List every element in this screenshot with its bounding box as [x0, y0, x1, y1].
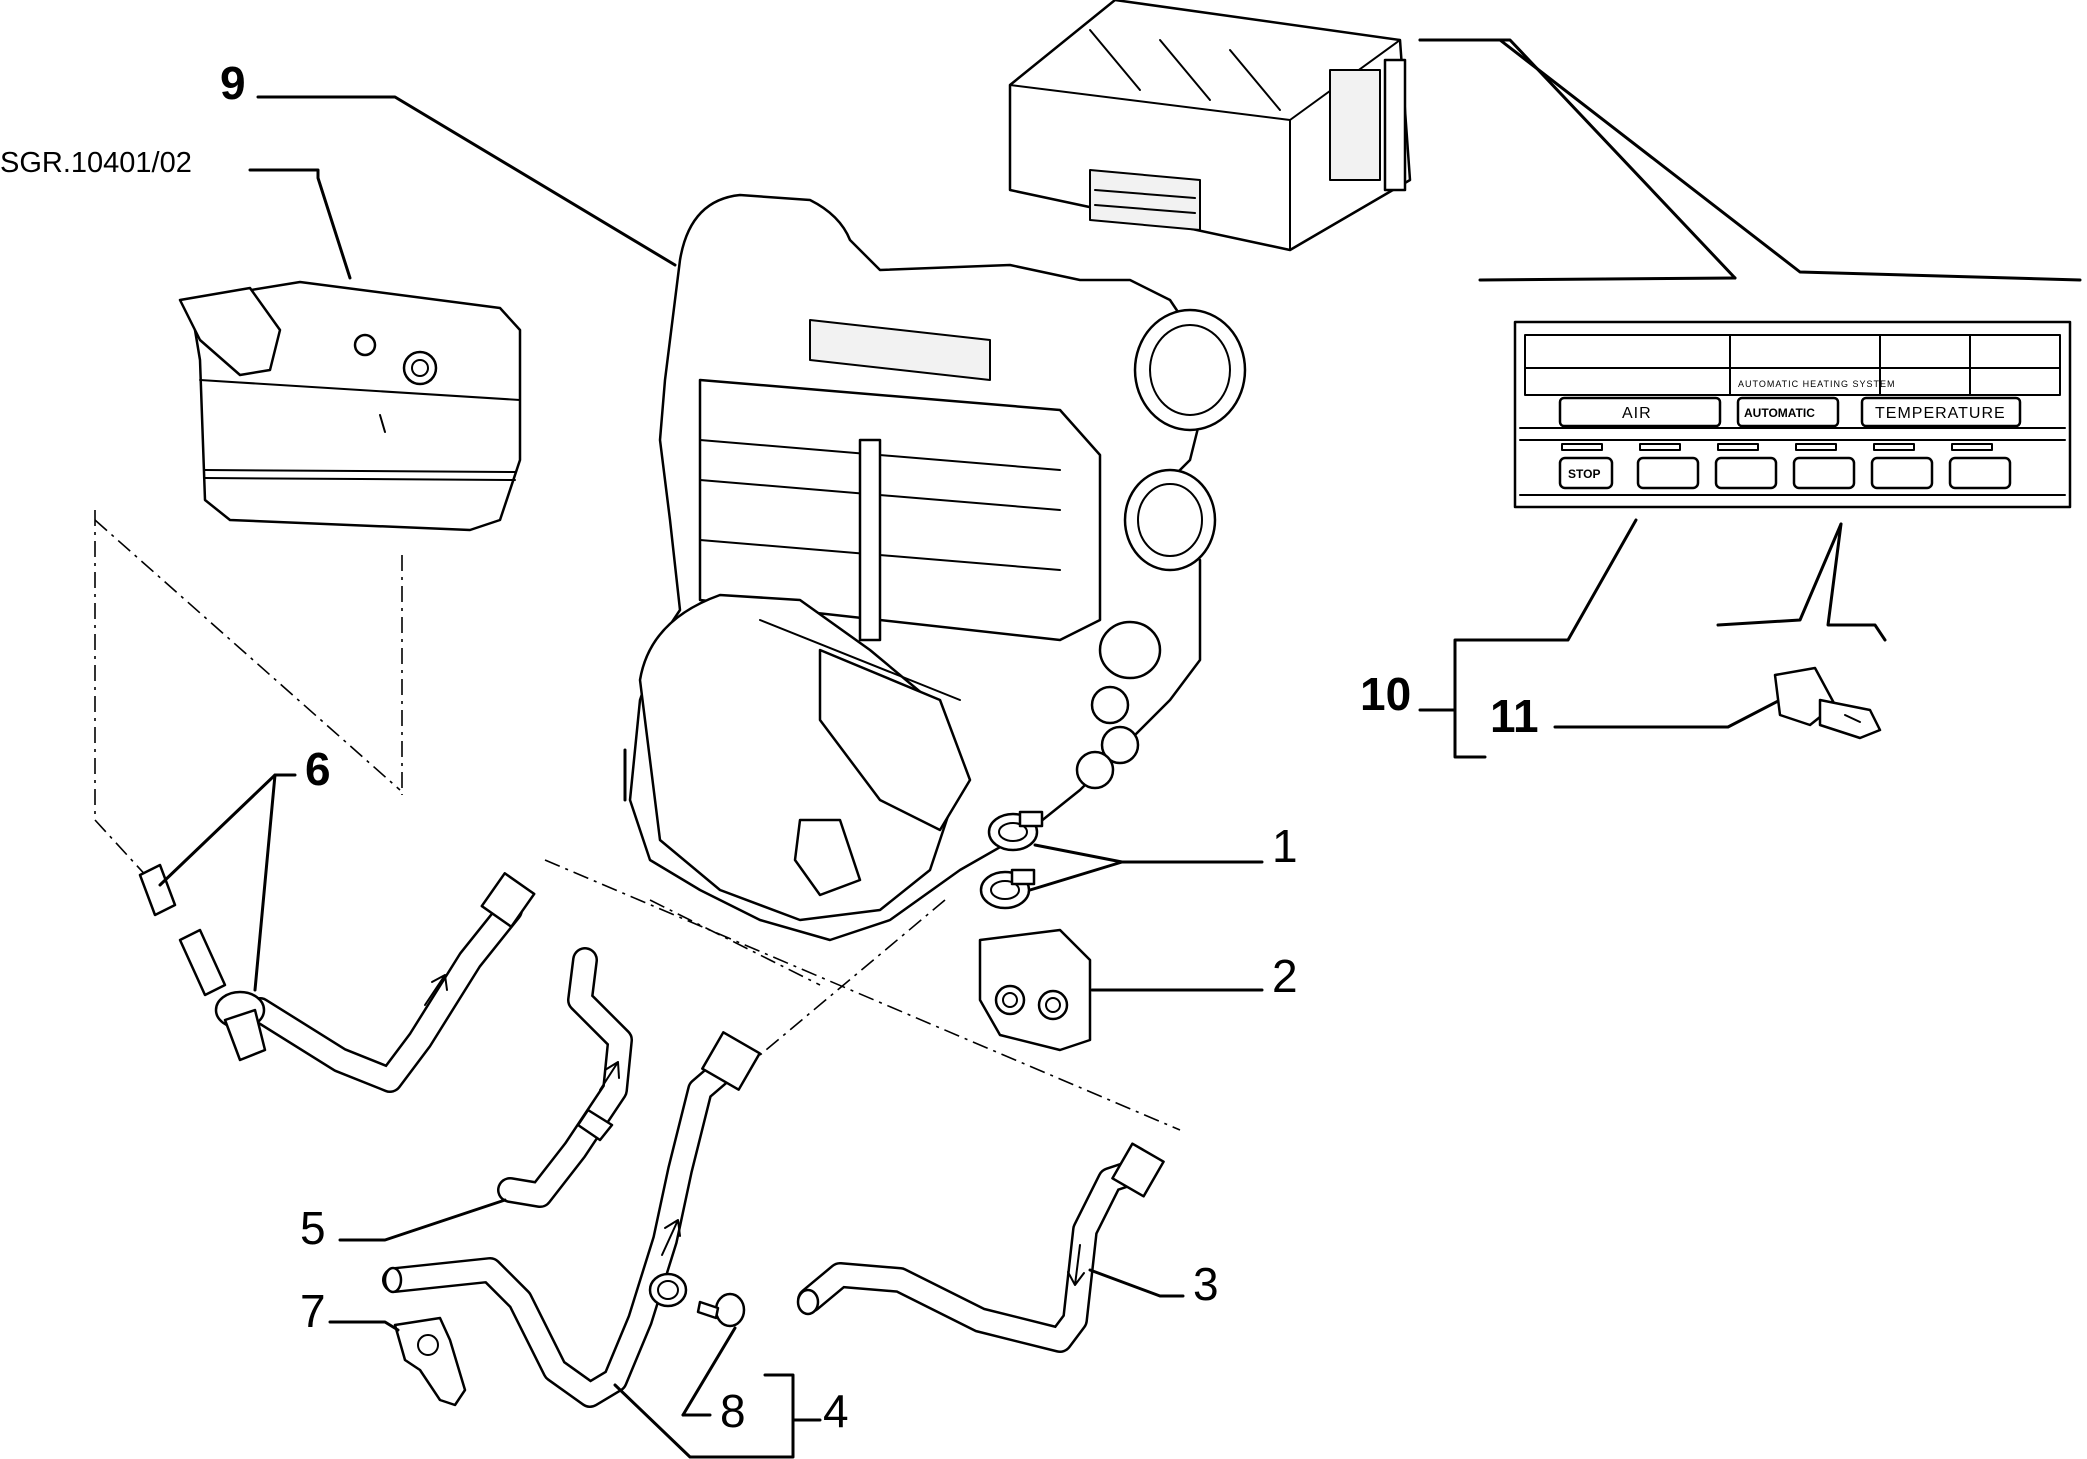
- leader-8: [681, 1326, 737, 1417]
- dash-hose-c: [759, 899, 946, 1056]
- leader-module-a: [1418, 38, 1737, 280]
- electronic-module: [1008, 0, 1412, 252]
- leader-7: [328, 1320, 400, 1332]
- callout-5: 5: [300, 1202, 326, 1254]
- leader-ref: [248, 168, 352, 280]
- preset-button-3[interactable]: [1792, 456, 1856, 490]
- hose-6: [247, 872, 536, 1093]
- callout-1: 1: [1272, 820, 1298, 872]
- dash-tank-left: [94, 510, 151, 881]
- screw-8: [696, 1292, 746, 1328]
- hose-3: [796, 1142, 1165, 1353]
- callout-4: 4: [823, 1385, 849, 1437]
- leader-6b: [253, 773, 277, 992]
- callout-8: 8: [720, 1385, 746, 1437]
- callout-9: 9: [220, 57, 246, 109]
- reference-code: SGR.10401/02: [0, 147, 192, 179]
- callout-2: 2: [1272, 950, 1298, 1002]
- hose-clamp-upper: [987, 810, 1044, 852]
- temperature-button[interactable]: TEMPERATURE: [1860, 396, 2022, 428]
- automatic-button[interactable]: AUTOMATIC: [1736, 396, 1840, 428]
- indicator-lights: [1561, 443, 1993, 451]
- stop-button-label: STOP: [1568, 467, 1600, 481]
- stop-button[interactable]: STOP: [1558, 456, 1614, 490]
- bracket-clip-7: [393, 1316, 467, 1407]
- callout-3: 3: [1193, 1258, 1219, 1310]
- callout-7: 7: [300, 1285, 326, 1337]
- air-button[interactable]: AIR: [1558, 396, 1722, 428]
- leader-module-b: [1418, 38, 2082, 282]
- automatic-button-label: AUTOMATIC: [1744, 406, 1815, 420]
- display-text: AUTOMATIC HEATING SYSTEM: [1738, 379, 1896, 389]
- leader-11: [1553, 698, 1782, 729]
- leader-panel-b: [1826, 522, 1887, 642]
- leader-1b: [1028, 860, 1124, 892]
- gasket-plate: [978, 928, 1092, 1052]
- preset-button-2[interactable]: [1714, 456, 1778, 490]
- bulb-lamp: [1773, 666, 1882, 740]
- t-connector-6: [138, 863, 267, 1062]
- temperature-button-label: TEMPERATURE: [1875, 405, 2006, 422]
- leader-10: [1453, 518, 1638, 759]
- dash-tank-diag: [94, 519, 401, 791]
- climate-control-panel: AUTOMATIC HEATING SYSTEM AIR AUTOMATIC T…: [1513, 320, 2072, 509]
- hose-clamp-lower: [979, 868, 1036, 910]
- leader-panel-a: [1716, 522, 1843, 627]
- preset-button-1[interactable]: [1636, 456, 1700, 490]
- dash-hose-a: [544, 859, 1181, 1131]
- expansion-tank: [178, 280, 522, 532]
- leader-module-c: [1478, 276, 1737, 282]
- dash-hose-b: [649, 899, 821, 986]
- callout-6: 6: [305, 743, 331, 795]
- preset-button-5[interactable]: [1948, 456, 2012, 490]
- callout-10: 10: [1360, 668, 1411, 720]
- hose-clip-8: [648, 1272, 688, 1308]
- leader-3: [1088, 1268, 1185, 1298]
- leader-5: [338, 1198, 507, 1242]
- bracket-4-8: [613, 1373, 795, 1459]
- heater-unit: [623, 193, 1247, 942]
- hose-4: [382, 1031, 761, 1408]
- callout-11: 11: [1490, 690, 1539, 742]
- leader-9: [256, 95, 677, 267]
- hose-5: [497, 947, 633, 1208]
- leader-1a: [1033, 843, 1264, 864]
- air-button-label: AIR: [1622, 405, 1652, 422]
- preset-button-4[interactable]: [1870, 456, 1934, 490]
